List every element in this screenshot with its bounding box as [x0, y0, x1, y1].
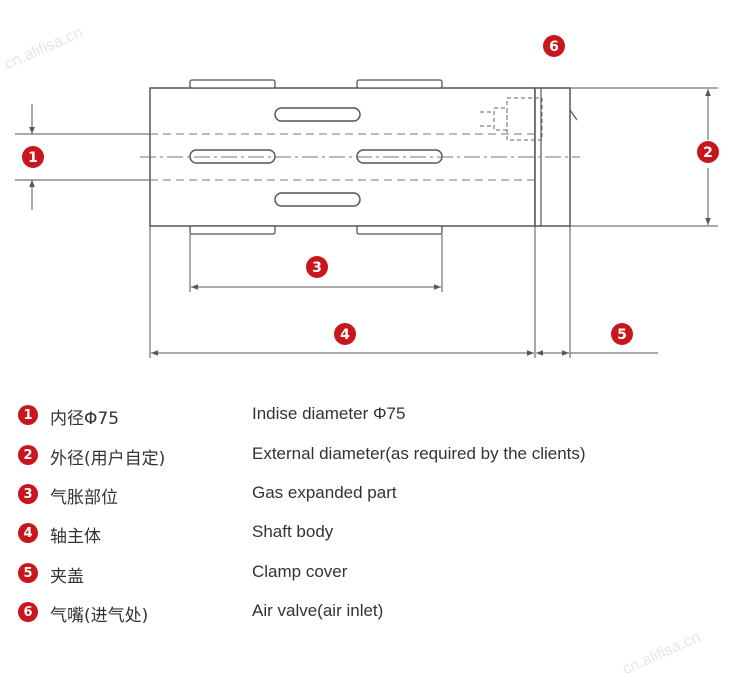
dimension-inner-diameter — [15, 104, 150, 210]
svg-text:6: 6 — [549, 39, 559, 55]
expansion-strip-top-left — [189, 79, 276, 89]
marker-1: 1 — [22, 146, 44, 168]
expansion-strip-bottom-right — [356, 225, 443, 235]
marker-5: 5 — [611, 323, 633, 345]
slot — [274, 192, 361, 207]
legend-row: 5 夹盖 Clamp cover — [18, 560, 718, 587]
legend-label-cn: 轴主体 — [50, 527, 101, 547]
dimension-gas-expanded-part — [189, 234, 443, 292]
legend-row: 3 气胀部位 Gas expanded part — [18, 481, 718, 508]
slot — [274, 107, 361, 122]
legend-label-cn: 外径(用户自定) — [50, 449, 166, 469]
svg-text:2: 2 — [703, 145, 713, 161]
legend-badge: 5 — [18, 563, 38, 583]
svg-text:4: 4 — [340, 327, 350, 343]
dimension-clamp-cover — [536, 226, 658, 358]
legend-badge: 1 — [18, 405, 38, 425]
air-valve — [480, 97, 543, 141]
legend-label-cn: 内径Φ75 — [50, 409, 120, 429]
dimension-shaft-body — [149, 226, 536, 358]
legend-label-en: Air valve(air inlet) — [252, 601, 384, 620]
marker-4: 4 — [334, 323, 356, 345]
shaft-diagram: 1 2 3 4 5 6 — [15, 35, 719, 358]
marker-2: 2 — [697, 141, 719, 163]
legend-label-en: Indise diameter Φ75 — [252, 404, 406, 423]
legend-label-cn: 气嘴(进气处) — [50, 606, 149, 626]
expansion-strip-top-right — [356, 79, 443, 89]
legend-badge: 4 — [18, 523, 38, 543]
legend-label-cn: 夹盖 — [50, 567, 84, 587]
svg-text:5: 5 — [617, 327, 627, 343]
svg-text:3: 3 — [312, 260, 322, 276]
legend-row: 1 内径Φ75 Indise diameter Φ75 — [18, 402, 718, 429]
legend-label-cn: 气胀部位 — [50, 488, 118, 508]
legend-badge: 2 — [18, 445, 38, 465]
marker-6: 6 — [543, 35, 565, 57]
legend-badge: 3 — [18, 484, 38, 504]
marker-3: 3 — [306, 256, 328, 278]
legend-badge: 6 — [18, 602, 38, 622]
legend-label-en: Shaft body — [252, 522, 334, 541]
legend-label-en: External diameter(as required by the cli… — [252, 444, 586, 463]
legend-label-en: Clamp cover — [252, 562, 348, 581]
expansion-strip-bottom-left — [189, 225, 276, 235]
legend-label-en: Gas expanded part — [252, 483, 397, 502]
legend-row: 2 外径(用户自定) External diameter(as required… — [18, 442, 718, 469]
dimension-outer-diameter — [570, 87, 718, 227]
legend-row: 6 气嘴(进气处) Air valve(air inlet) — [18, 599, 718, 626]
watermark-bottom-right: cn.alifisa.cn — [619, 628, 704, 679]
legend-row: 4 轴主体 Shaft body — [18, 520, 718, 547]
svg-text:1: 1 — [28, 150, 38, 166]
